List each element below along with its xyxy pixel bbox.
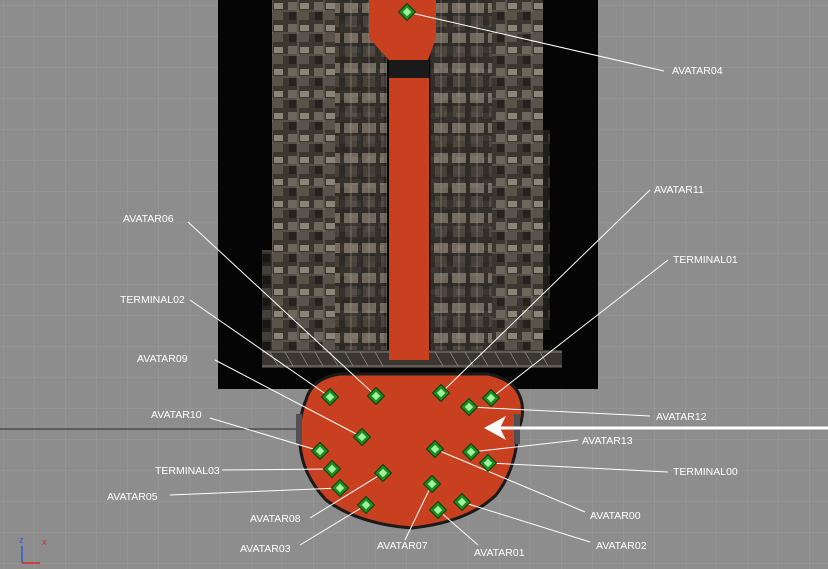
marker-label-avatar02: AVATAR02: [596, 540, 647, 552]
hall-wall-left: [296, 414, 302, 444]
marker-label-avatar13: AVATAR13: [582, 435, 633, 447]
marker-label-terminal03: TERMINAL03: [155, 465, 220, 477]
marker-label-avatar12: AVATAR12: [656, 411, 707, 423]
marker-label-avatar06: AVATAR06: [123, 213, 174, 225]
marker-label-avatar08: AVATAR08: [250, 513, 301, 525]
building-texture-inner-left: [335, 0, 387, 352]
marker-label-terminal01: TERMINAL01: [673, 254, 738, 266]
marker-label-avatar00: AVATAR00: [590, 510, 641, 522]
marker-label-avatar03: AVATAR03: [240, 543, 291, 555]
axis-x-label: x: [42, 537, 47, 547]
floor-corridor: [389, 60, 429, 360]
axis-z-label: z: [19, 535, 24, 545]
marker-label-avatar05: AVATAR05: [107, 491, 158, 503]
marker-label-avatar07: AVATAR07: [377, 540, 428, 552]
marker-label-avatar01: AVATAR01: [474, 547, 525, 559]
building-texture-inner-right: [430, 0, 492, 352]
marker-label-terminal00: TERMINAL00: [673, 466, 738, 478]
marker-label-avatar09: AVATAR09: [137, 353, 188, 365]
marker-label-avatar11: AVATAR11: [654, 184, 704, 196]
marker-label-avatar10: AVATAR10: [151, 409, 202, 421]
building-wing-right: [520, 130, 550, 330]
marker-label-avatar04: AVATAR04: [672, 65, 723, 77]
marker-label-terminal02: TERMINAL02: [120, 294, 185, 306]
corridor-door: [389, 60, 429, 78]
